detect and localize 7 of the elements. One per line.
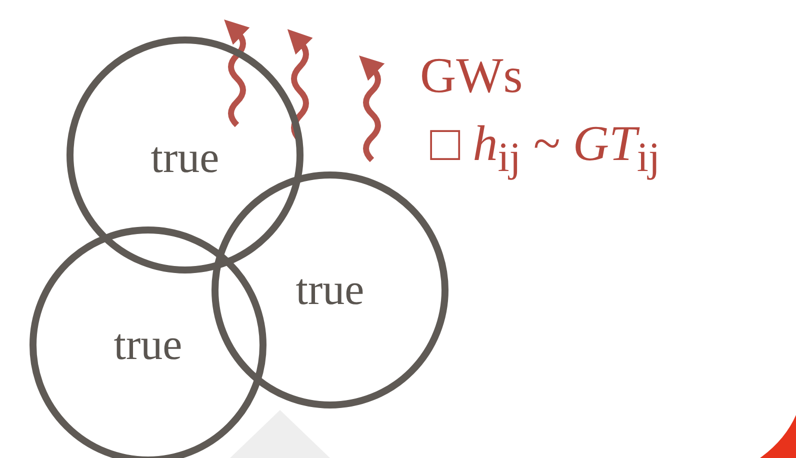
label-text: GWs [420,50,523,100]
circle-node [66,36,304,274]
equation: □ h$_{ij}$ ~ GT$_{ij}$ [430,118,660,180]
circle-node [211,171,449,409]
node-label: true [150,136,220,180]
node-label: true [294,268,366,312]
node-label: true [112,323,184,367]
